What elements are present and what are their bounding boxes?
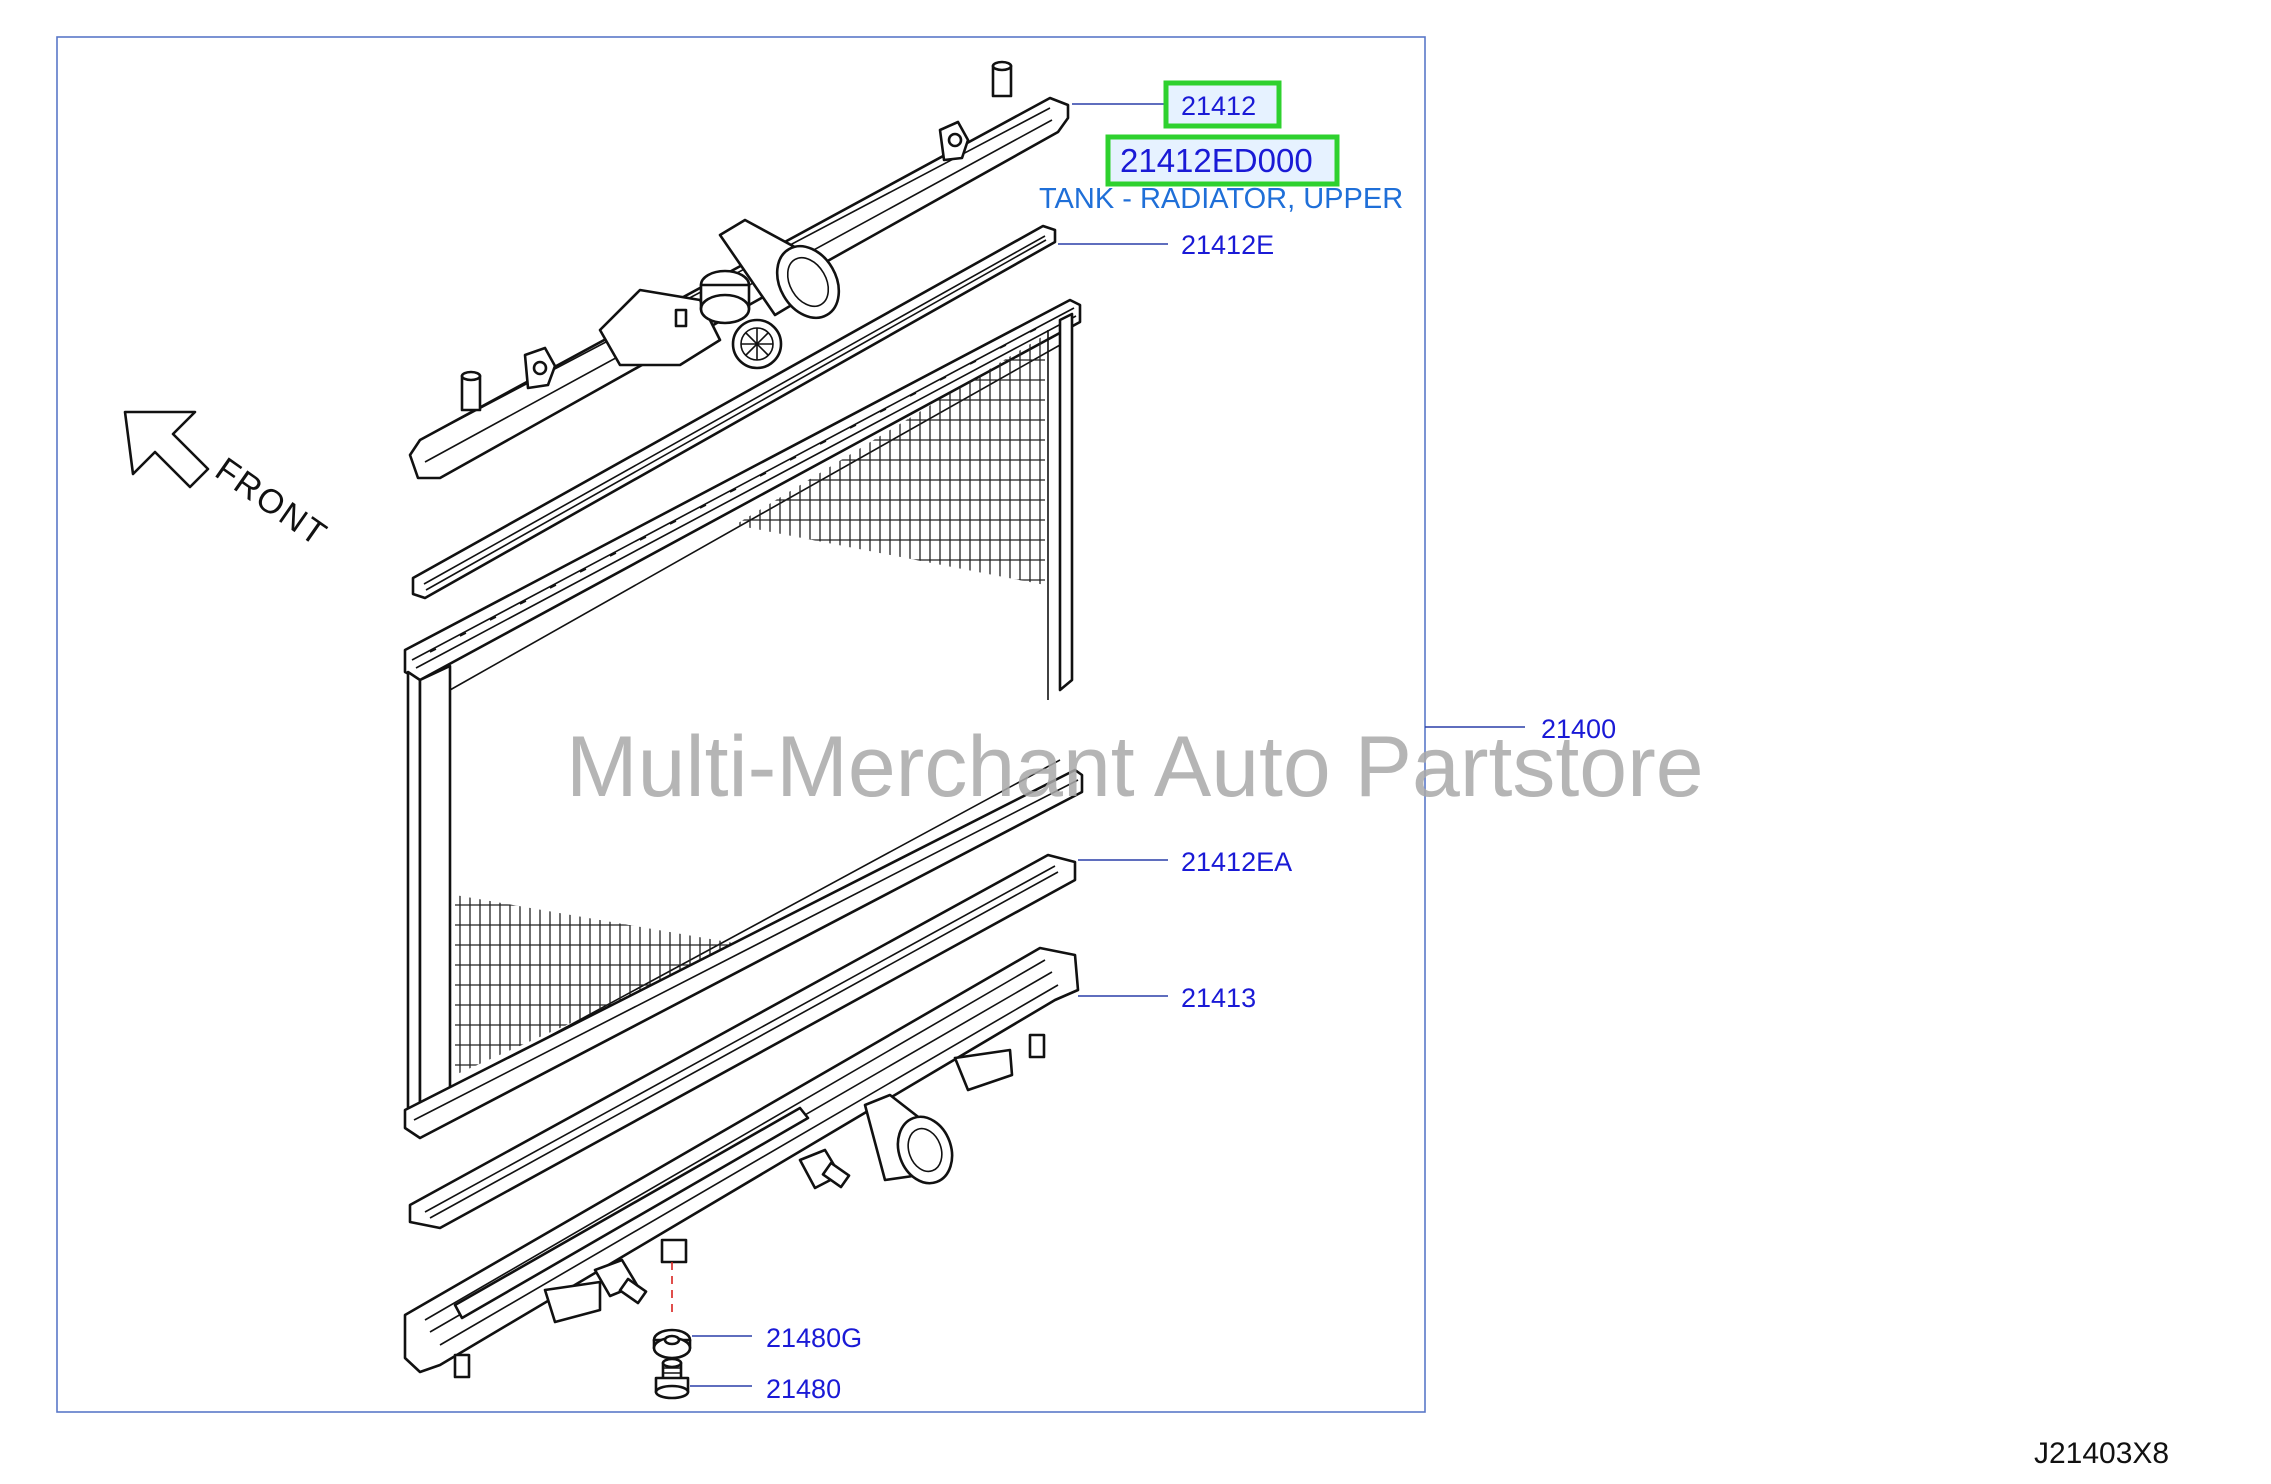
highlight-box-21412 [1163,80,1282,129]
figure-code: J21403X8 [2034,1437,2169,1470]
part-label-21412ED000[interactable]: 21412ED000 [1120,142,1313,179]
drain-washer-drawing [652,1328,692,1360]
drain-plug-drawing [654,1357,690,1400]
lower-tank-drawing [403,946,1080,1379]
part-description-upper-tank: TANK - RADIATOR, UPPER [1039,183,1403,215]
part-label-21412EA[interactable]: 21412EA [1181,847,1292,877]
front-label: FRONT [208,450,334,554]
part-label-21480[interactable]: 21480 [766,1374,841,1404]
part-label-21412[interactable]: 21412 [1181,91,1256,121]
front-arrow: FRONT [123,410,334,554]
diagram-frame [56,36,1426,1413]
part-label-21413[interactable]: 21413 [1181,983,1256,1013]
lower-gasket-drawing [408,853,1077,1230]
upper-tank-drawing [408,60,1070,480]
upper-gasket-drawing [411,224,1057,600]
part-label-21400[interactable]: 21400 [1541,714,1616,744]
part-label-21480G[interactable]: 21480G [766,1323,862,1353]
part-label-21412E[interactable]: 21412E [1181,230,1274,260]
front-arrow-icon [123,410,210,489]
watermark: Multi-Merchant Auto Partstore [566,719,1704,815]
highlight-box-21412ED000 [1105,134,1340,187]
